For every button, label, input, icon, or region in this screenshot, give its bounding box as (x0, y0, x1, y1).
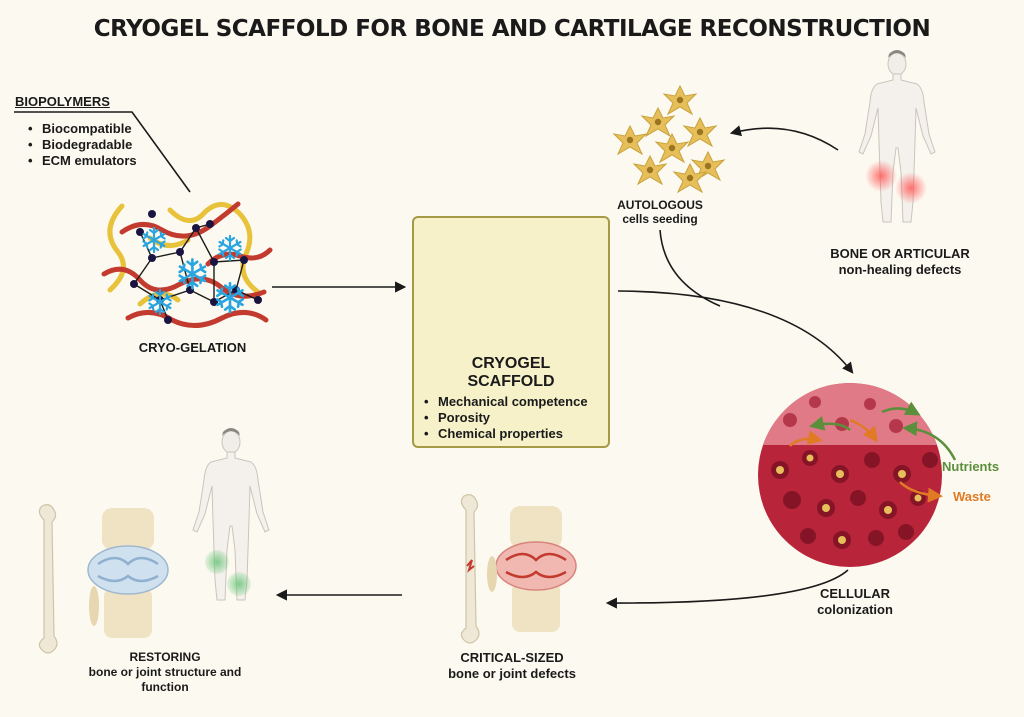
scaffold-title-line1: CRYOGEL (471, 355, 551, 372)
property-item: Chemical properties (424, 426, 588, 442)
snowflake-icon (218, 234, 242, 262)
critical-defect-femur (460, 494, 480, 644)
healed-glow (227, 572, 251, 596)
nutrients-label: Nutrients (942, 459, 1000, 474)
human-figure-icon (192, 427, 270, 601)
colonization-circle (758, 383, 942, 567)
biopolymers-heading: BIOPOLYMERS (15, 94, 110, 109)
property-item: Mechanical competence (424, 394, 588, 410)
restoring-line2: bone or joint structure and (88, 665, 242, 679)
arrow-icon (729, 125, 839, 151)
nutrients-arrow (902, 421, 957, 461)
cryogelation-network (101, 201, 273, 328)
waste-label: Waste (953, 489, 991, 504)
patient-figure (858, 49, 936, 223)
critical-line2: bone or joint defects (448, 666, 576, 681)
arrow-icon (617, 290, 854, 374)
autologous-label: AUTOLOGOUS cells seeding (600, 198, 720, 226)
property-item: Biodegradable (28, 137, 137, 153)
snowflake-icon (148, 288, 172, 316)
femur-bone-icon (38, 504, 58, 654)
restoring-line1: RESTORING (129, 650, 201, 664)
cell-icon (655, 133, 689, 163)
arrow-icon (659, 229, 721, 307)
autologous-cells (613, 85, 725, 193)
critical-defect-knee (487, 506, 577, 632)
restored-knee (87, 508, 169, 638)
arrow-icon (605, 569, 849, 609)
defects-patient-label: BONE OR ARTICULAR non-healing defects (800, 246, 1000, 278)
colonization-label: CELLULAR colonization (790, 586, 920, 618)
cryo-gelation-label: CRYO-GELATION (138, 340, 247, 355)
restored-patient (192, 427, 270, 601)
snowflake-icon (142, 226, 166, 254)
scaffold-title-line2: SCAFFOLD (467, 373, 555, 390)
diagram-title: CRYOGEL SCAFFOLD FOR BONE AND CARTILAGE … (93, 16, 931, 42)
defects-line2: non-healing defects (838, 262, 962, 277)
snowflake-icon (178, 258, 207, 290)
property-item: Biocompatible (28, 121, 137, 137)
critical-label: CRITICAL-SIZED bone or joint defects (422, 650, 602, 682)
healed-glow (205, 550, 229, 574)
property-item: Porosity (424, 410, 588, 426)
autologous-line2: cells seeding (622, 212, 698, 226)
scaffold-title: CRYOGEL SCAFFOLD (412, 355, 610, 391)
biopolymers-properties: Biocompatible Biodegradable ECM emulator… (28, 121, 137, 169)
waste-arrow (899, 481, 943, 503)
critical-line1: CRITICAL-SIZED (460, 650, 564, 665)
biopolymers-callout-line (14, 111, 191, 193)
defect-glow (895, 172, 927, 204)
flow-arrows (272, 125, 854, 609)
biopolymers-block: BIOPOLYMERS Biocompatible Biodegradable … (15, 94, 137, 169)
restoring-label: RESTORING bone or joint structure and fu… (60, 650, 270, 695)
property-item: ECM emulators (28, 153, 137, 169)
colonization-line1: CELLULAR (819, 586, 891, 601)
colonization-line2: colonization (817, 602, 893, 617)
restoring-line3: function (141, 680, 189, 694)
scaffold-properties: Mechanical competence Porosity Chemical … (424, 394, 588, 442)
restored-femur (38, 504, 58, 654)
defect-glow (865, 160, 897, 192)
cell-icon (663, 85, 697, 115)
autologous-line1: AUTOLOGOUS (617, 198, 703, 212)
cell-icon (613, 125, 647, 155)
defects-line1: BONE OR ARTICULAR (830, 246, 970, 261)
